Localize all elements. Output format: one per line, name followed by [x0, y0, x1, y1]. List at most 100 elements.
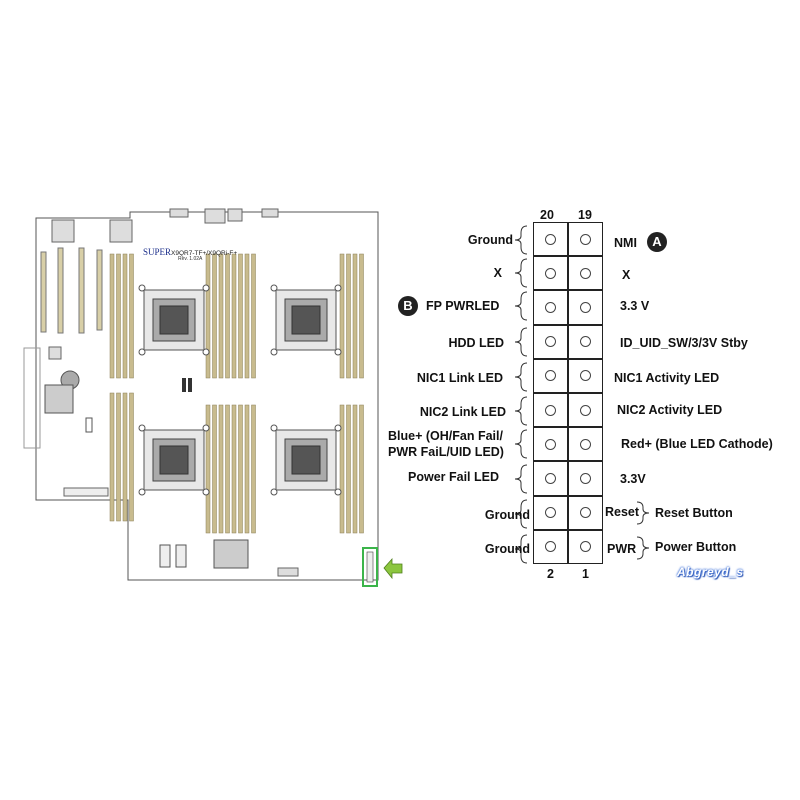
cpu-socket-icon	[270, 284, 342, 356]
dimm-slot	[231, 253, 237, 379]
pin-dot-icon	[580, 472, 591, 484]
dimm-slot	[116, 253, 121, 379]
pin-dot-icon	[545, 233, 556, 245]
column-number-19: 19	[578, 208, 592, 222]
right-label-nic1-activity-led: NIC1 Activity LED	[614, 371, 720, 385]
pin-cell	[533, 256, 568, 291]
pin-cell	[568, 324, 603, 359]
watermark: Abgreyd_s	[677, 565, 744, 579]
cpu-socket-icon	[138, 424, 210, 496]
pin-dot-icon	[545, 507, 556, 519]
column-number-1: 1	[582, 567, 589, 581]
dimm-slot	[244, 404, 250, 534]
pin-dot-icon	[580, 267, 591, 279]
pin-cell	[568, 393, 603, 428]
pin-cell	[533, 393, 568, 428]
pin-cell	[533, 461, 568, 496]
front-panel-header-highlight	[362, 547, 378, 587]
dimm-slot	[212, 253, 217, 379]
dimm-slot	[359, 253, 364, 379]
dimm-slot	[352, 404, 358, 534]
dimm-slot	[225, 253, 230, 379]
pin-cell	[568, 290, 603, 325]
dimm-slot	[109, 392, 115, 522]
pin-dot-icon	[580, 507, 591, 519]
dimm-slot	[251, 253, 256, 379]
right-label-reset: Reset	[605, 505, 640, 519]
dimm-slot	[129, 392, 134, 522]
left-label-ground-3: Ground	[484, 542, 530, 556]
dimm-slot	[339, 253, 345, 379]
dimm-slot	[346, 253, 351, 379]
pin-cell	[533, 495, 568, 530]
left-label-nic1-link-led: NIC1 Link LED	[416, 371, 503, 385]
left-label-blue-plus-line2: PWR FaiL/UID LED)	[388, 445, 504, 459]
dimm-slot	[212, 404, 217, 534]
pin-cell	[568, 358, 603, 393]
pin-dot-icon	[580, 541, 591, 553]
dimm-slot	[225, 404, 230, 534]
pin-dot-icon	[545, 336, 556, 348]
left-label-ground-1: Ground	[467, 233, 513, 247]
right-label-3-3v-2: 3.3V	[620, 472, 646, 486]
pin-header-grid	[533, 222, 603, 564]
badge-b-icon: B	[398, 296, 418, 316]
pin-cell	[568, 256, 603, 291]
right-label-nmi: NMI	[614, 236, 637, 250]
dimm-slot	[231, 404, 237, 534]
pin-dot-icon	[580, 404, 591, 416]
dimm-slots	[109, 253, 364, 534]
dimm-slot	[122, 392, 128, 522]
dimm-slot	[116, 392, 121, 522]
dimm-slot	[352, 253, 358, 379]
pcie-slots	[40, 247, 103, 334]
cpu-sockets	[138, 284, 342, 496]
right-label-id-uid-sw: ID_UID_SW/3/3V Stby	[620, 336, 748, 350]
column-number-2: 2	[547, 567, 554, 581]
pin-cell	[533, 324, 568, 359]
pin-dot-icon	[580, 336, 591, 348]
pin-dot-icon	[545, 404, 556, 416]
pin-dot-icon	[580, 438, 591, 450]
dimm-slot	[205, 253, 211, 379]
power-button-label: Power Button	[655, 540, 737, 554]
dimm-slot	[244, 253, 250, 379]
right-label-pwr: PWR	[607, 542, 637, 556]
right-label-red-plus: Red+ (Blue LED Cathode)	[621, 437, 773, 451]
pin-dot-icon	[580, 233, 591, 245]
left-label-fp-pwrled: FP PWRLED	[426, 299, 500, 313]
board-brand: SUPER	[143, 247, 172, 257]
right-label-nic2-activity-led: NIC2 Activity LED	[617, 403, 723, 417]
pin-cell	[533, 358, 568, 393]
pin-dot-icon	[545, 301, 556, 313]
dimm-slot	[205, 404, 211, 534]
pin-cell	[568, 495, 603, 530]
board-brand-label: SUPERX9QR7-TF+/X9QRi-F+	[143, 247, 237, 257]
left-label-power-fail-led: Power Fail LED	[408, 470, 499, 484]
left-label-hdd-led: HDD LED	[448, 336, 504, 350]
dimm-slot	[109, 253, 115, 379]
left-label-x: X	[493, 266, 502, 280]
pointer-arrow-icon	[383, 557, 403, 580]
dimm-slot	[218, 253, 224, 379]
dimm-slot	[238, 404, 243, 534]
dimm-slot	[339, 404, 345, 534]
right-label-x: X	[622, 268, 631, 282]
dimm-slot	[251, 404, 256, 534]
dimm-slot	[122, 253, 128, 379]
reset-button-label: Reset Button	[655, 506, 733, 520]
pin-cell	[568, 222, 603, 257]
pin-dot-icon	[545, 370, 556, 382]
left-label-nic2-link-led: NIC2 Link LED	[419, 405, 506, 419]
column-number-20: 20	[540, 208, 554, 222]
left-label-ground-2: Ground	[484, 508, 530, 522]
pin-cell	[568, 427, 603, 462]
cpu-socket-icon	[138, 284, 210, 356]
board-model: X9QR7-TF+/X9QRi-F+	[171, 250, 238, 257]
pin-dot-icon	[545, 541, 556, 553]
board-revision: Rev. 1.02A	[178, 256, 203, 262]
cpu-socket-icon	[270, 424, 342, 496]
badge-a-icon: A	[647, 232, 667, 252]
right-label-3-3v: 3.3 V	[620, 299, 650, 313]
